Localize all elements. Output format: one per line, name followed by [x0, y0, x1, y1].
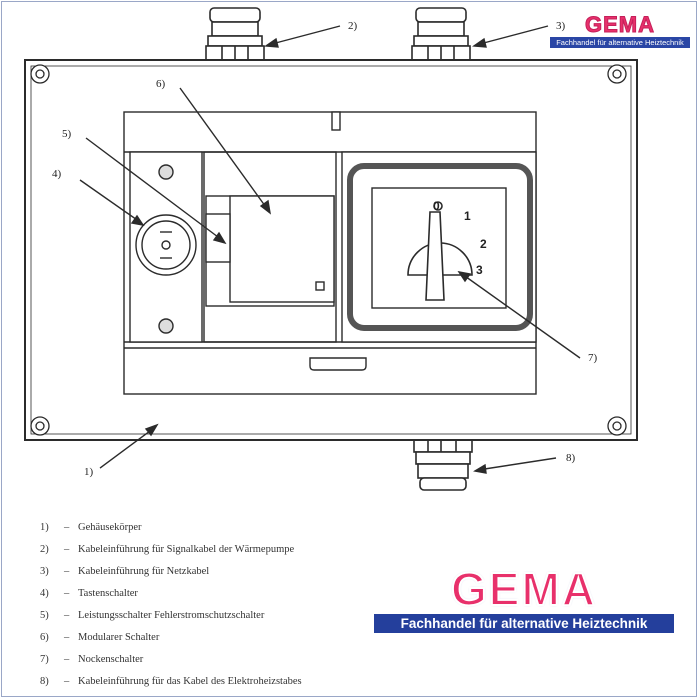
dial-label-0: 0 [433, 199, 440, 213]
legend-num: 2) [40, 544, 49, 555]
callout-5: 5) [62, 128, 72, 140]
legend-row: 5) –Leistungsschalter Fehlerstromschutzsc… [40, 610, 264, 621]
legend-row: 3) –Kabeleinführung für Netzkabel [40, 566, 209, 577]
callout-3: 3) [556, 20, 566, 32]
dial-label-3: 3 [476, 263, 483, 277]
callout-2: 2) [348, 20, 358, 32]
cable-gland-3 [411, 7, 471, 61]
legend-text: Kabeleinführung für Signalkabel der Wärm… [78, 544, 295, 555]
leader-lines [79, 25, 581, 474]
legend-dash: – [64, 632, 70, 643]
callout-6: 6) [156, 78, 166, 90]
legend-row: 2) –Kabeleinführung für Signalkabel der W… [40, 544, 294, 555]
dial-label-2: 2 [480, 237, 487, 251]
legend-num: 6) [40, 632, 49, 643]
legend-text: Modularer Schalter [78, 632, 160, 643]
breaker-module [203, 151, 337, 343]
legend-row: 7) –Nockenschalter [40, 654, 143, 665]
legend-text: Leistungsschalter Fehlerstromschutzschal… [78, 610, 265, 621]
dial-labels: 0 1 2 3 [433, 199, 487, 277]
legend-num: 7) [40, 654, 49, 665]
legend-row: 8) –Kabeleinführung für das Kabel des Ele… [40, 676, 302, 687]
logo-tagline-small: Fachhandel für alternative Heiztechnik [550, 37, 690, 48]
legend-num: 3) [40, 566, 49, 577]
legend-dash: – [64, 522, 70, 533]
legend-row: 1) –Gehäusekörper [40, 522, 142, 533]
legend-text: Kabeleinführung für das Kabel des Elektr… [78, 676, 302, 687]
callout-4: 4) [52, 168, 62, 180]
legend-text: Tastenschalter [78, 588, 138, 599]
callout-7: 7) [588, 352, 598, 364]
legend-text: Kabeleinführung für Netzkabel [78, 566, 210, 577]
legend-text: Gehäusekörper [78, 522, 142, 533]
legend-dash: – [64, 610, 70, 621]
gema-logo-large: GEMA Fachhandel für alternative Heiztech… [374, 563, 674, 633]
legend-num: 8) [40, 676, 49, 687]
legend-dash: – [64, 544, 70, 555]
gema-logo-small: GEMA Fachhandel für alternative Heiztech… [550, 12, 690, 48]
legend-dash: – [64, 654, 70, 665]
legend-dash: – [64, 676, 70, 687]
legend-num: 4) [40, 588, 49, 599]
logo-wordmark-small: GEMA [585, 12, 655, 37]
legend-num: 5) [40, 610, 49, 621]
cable-gland-8 [413, 439, 473, 491]
legend-row: 6) –Modularer Schalter [40, 632, 159, 643]
callout-1: 1) [84, 466, 94, 478]
cam-switch [341, 151, 537, 343]
callout-8: 8) [566, 452, 576, 464]
dial-label-1: 1 [464, 209, 471, 223]
logo-wordmark-large: GEMA [450, 563, 597, 615]
cable-gland-2 [205, 7, 265, 61]
legend-text: Nockenschalter [78, 654, 144, 665]
corner-screws [30, 64, 627, 436]
legend-dash: – [64, 566, 70, 577]
push-button-panel [129, 151, 203, 343]
legend-row: 4) –Tastenschalter [40, 588, 138, 599]
logo-tagline-large: Fachhandel für alternative Heiztechnik [374, 614, 674, 633]
legend-dash: – [64, 588, 70, 599]
legend-num: 1) [40, 522, 49, 533]
